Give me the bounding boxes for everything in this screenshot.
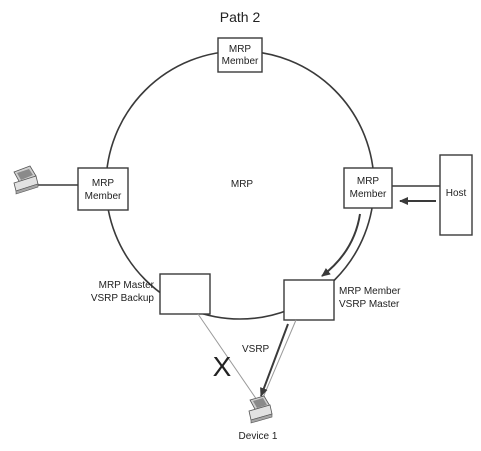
diagram-title: Path 2: [220, 9, 261, 25]
vsrp-label: VSRP: [242, 344, 270, 355]
host-box: Host: [439, 154, 473, 236]
node-top-line1: MRP: [229, 44, 252, 55]
node-right-mrp-member: MRP Member: [343, 167, 393, 209]
node-mrp-master: [159, 273, 211, 315]
failure-mark: X: [213, 351, 232, 382]
computer-icon: [248, 395, 273, 424]
traffic-arrow-ring: [321, 213, 361, 277]
node-top-mrp-member: MRP Member: [217, 37, 263, 73]
node-right-line2: Member: [350, 189, 387, 200]
node-left-mrp-member: MRP Member: [77, 167, 129, 211]
host-label: Host: [446, 188, 467, 199]
node-mrp-member-vsrp-master: [283, 279, 335, 321]
node-right-line1: MRP: [357, 176, 380, 187]
master-label-line2: VSRP Backup: [91, 293, 155, 304]
vsrp-arrow: [260, 323, 289, 397]
vsrp-link-backup: [197, 313, 258, 401]
workstation-icon: [13, 165, 39, 195]
device-label: Device 1: [239, 431, 278, 442]
node-left-line1: MRP: [92, 178, 115, 189]
master-label-line1: MRP Master: [99, 280, 155, 291]
vsrp-link-master: [261, 319, 297, 401]
ring-label: MRP: [231, 179, 254, 190]
node-top-line2: Member: [222, 56, 259, 67]
node-left-line2: Member: [85, 191, 122, 202]
member-master-label-line1: MRP Member: [339, 286, 401, 297]
member-master-label-line2: VSRP Master: [339, 299, 400, 310]
